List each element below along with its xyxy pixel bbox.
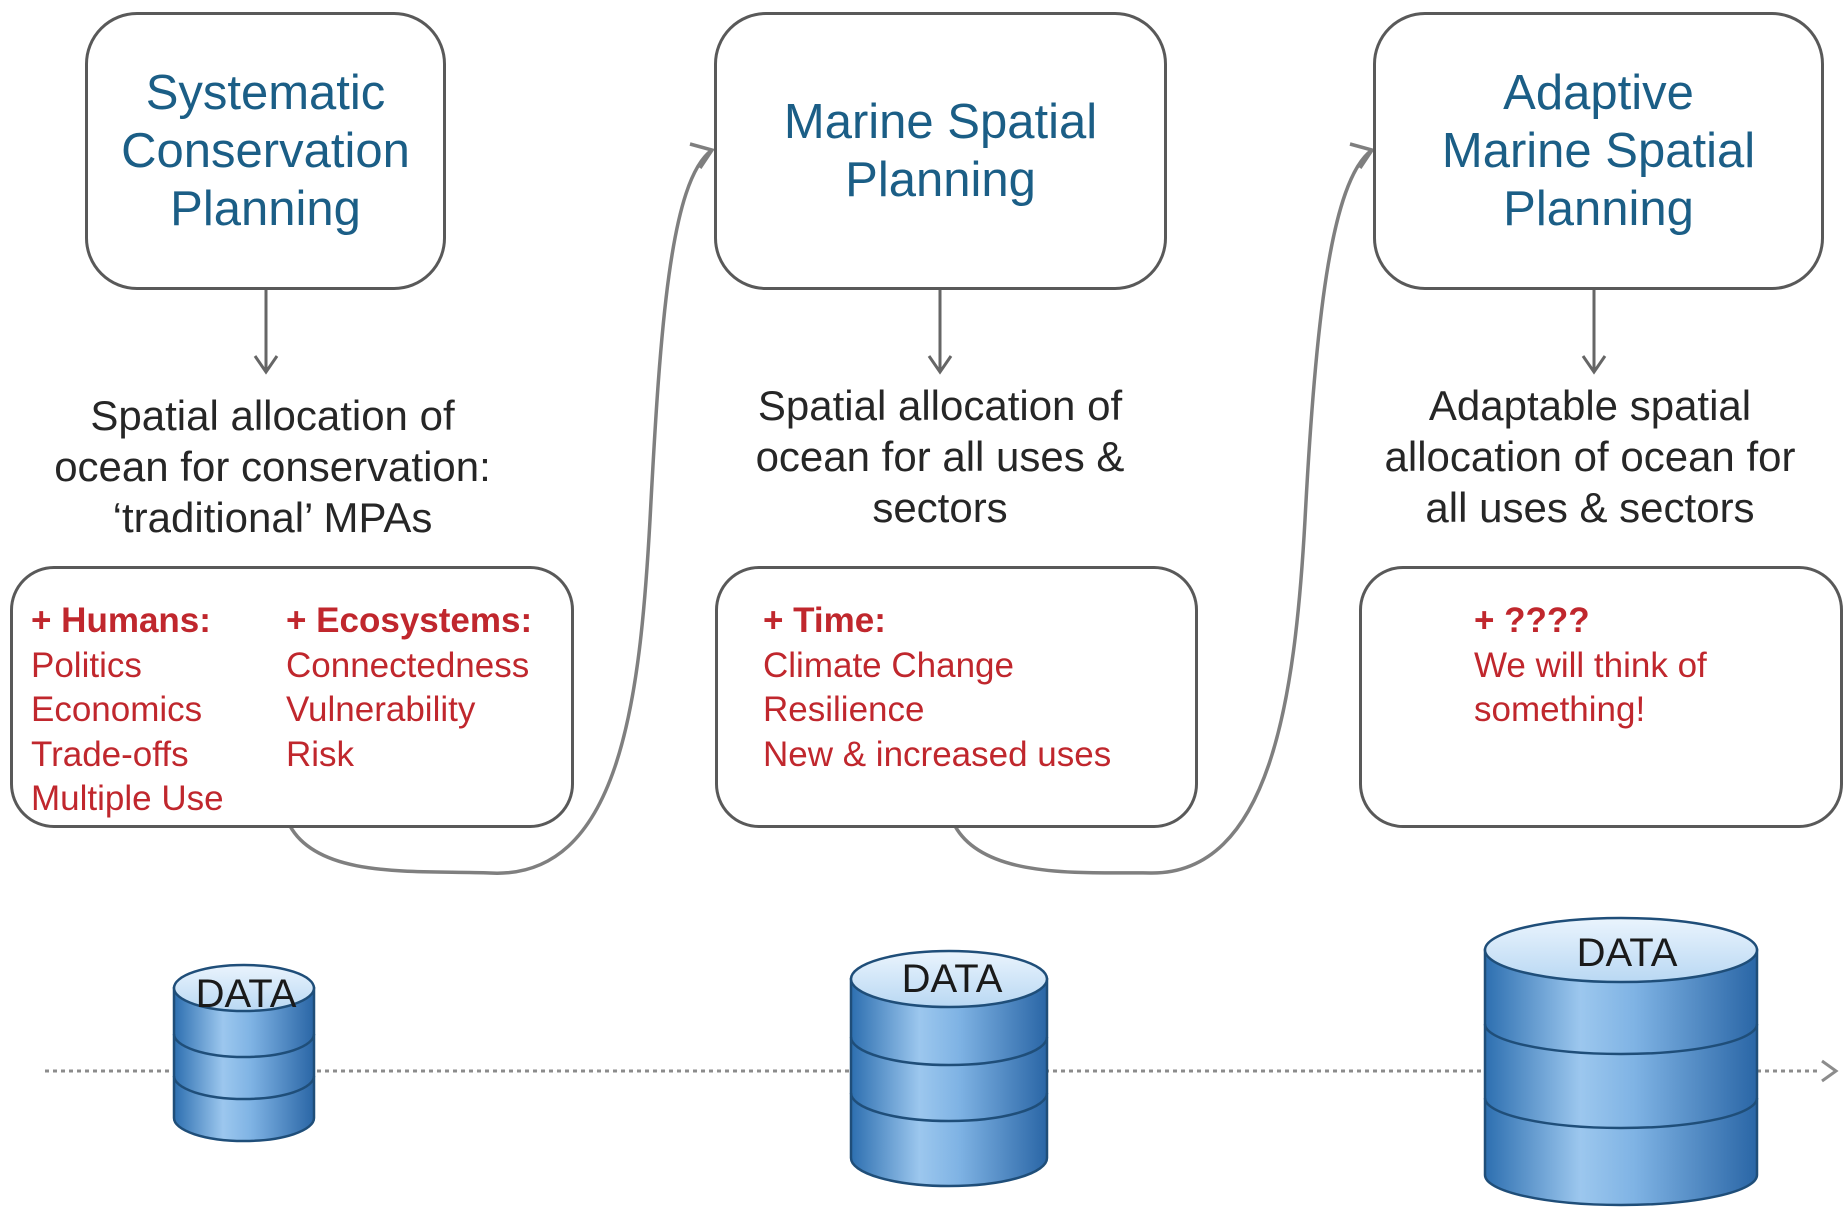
factor-item: Economics [31,690,203,729]
factor-box-stage-1: + Humans: Politics Economics Trade-offs … [10,566,574,828]
factor-item: Multiple Use [31,779,224,818]
description-line: all uses & sectors [1425,484,1755,531]
database-label: DATA [1577,931,1678,975]
factor-heading: + Ecosystems: [286,601,533,640]
factor-item: We will think of [1474,645,1707,685]
database-icon-small: DATA [172,963,316,1143]
stage-title-line: Marine Spatial [1441,124,1756,178]
stage-description-2: Spatial allocation of ocean for all uses… [690,380,1190,533]
stage-box-marine-spatial-planning: Marine Spatial Planning [714,12,1167,290]
description-line: ocean for all uses & [755,433,1125,480]
database-label: DATA [902,957,1003,1001]
database-icon-large: DATA [1483,916,1759,1207]
transition-connector-2 [953,142,1375,875]
factor-group-time: + Time: Climate Change Resilience New & … [763,599,1111,777]
factor-item: Politics [31,645,142,685]
factor-item: Risk [286,734,355,774]
down-arrow-stage-2 [927,290,953,375]
stage-title-line: Adaptive [1503,66,1694,120]
factor-item: Trade-offs [31,734,189,774]
stage-box-systematic-conservation-planning: Systematic Conservation Planning [85,12,446,290]
stage-title-line: Planning [1503,182,1694,236]
timeline-arrow [45,1059,1839,1083]
factor-item: Vulnerability [286,690,476,729]
factor-item: Connectedness [286,645,530,685]
factor-item: Resilience [763,690,925,729]
stage-title-line: Planning [845,153,1036,207]
stage-box-adaptive-marine-spatial-planning: Adaptive Marine Spatial Planning [1373,12,1824,290]
stage-description-1: Spatial allocation of ocean for conserva… [20,390,525,543]
description-line: allocation of ocean for [1384,433,1796,480]
factor-item: New & increased uses [763,734,1112,774]
factor-heading: + ???? [1474,601,1590,640]
description-line: Spatial allocation of [90,392,455,439]
down-arrow-stage-1 [253,290,279,375]
stage-description-3: Adaptable spatial allocation of ocean fo… [1340,380,1840,533]
factor-item: Climate Change [763,645,1014,685]
database-icon-medium: DATA [849,949,1049,1188]
stage-title-line: Systematic [145,66,386,120]
factor-heading: + Time: [763,601,886,640]
factor-group-unknown: + ???? We will think of something! [1474,599,1707,733]
factor-box-stage-2: + Time: Climate Change Resilience New & … [715,566,1198,828]
down-arrow-stage-3 [1581,290,1607,375]
stage-title-line: Conservation [121,124,410,178]
description-line: Adaptable spatial [1428,382,1752,429]
factor-heading: + Humans: [31,601,211,640]
factor-box-stage-3: + ???? We will think of something! [1359,566,1843,828]
stage-title-line: Marine Spatial [783,95,1098,149]
database-label: DATA [196,972,297,1016]
factor-item: something! [1474,690,1646,729]
description-line: ocean for conservation: [54,443,491,490]
factor-group-ecosystems: + Ecosystems: Connectedness Vulnerabilit… [286,599,532,777]
transition-connector-1 [288,142,715,875]
description-line: Spatial allocation of [757,382,1123,429]
description-line: sectors [872,484,1008,531]
description-line: ‘traditional’ MPAs [112,494,433,541]
stage-title-line: Planning [170,182,361,236]
factor-group-humans: + Humans: Politics Economics Trade-offs … [31,599,224,822]
